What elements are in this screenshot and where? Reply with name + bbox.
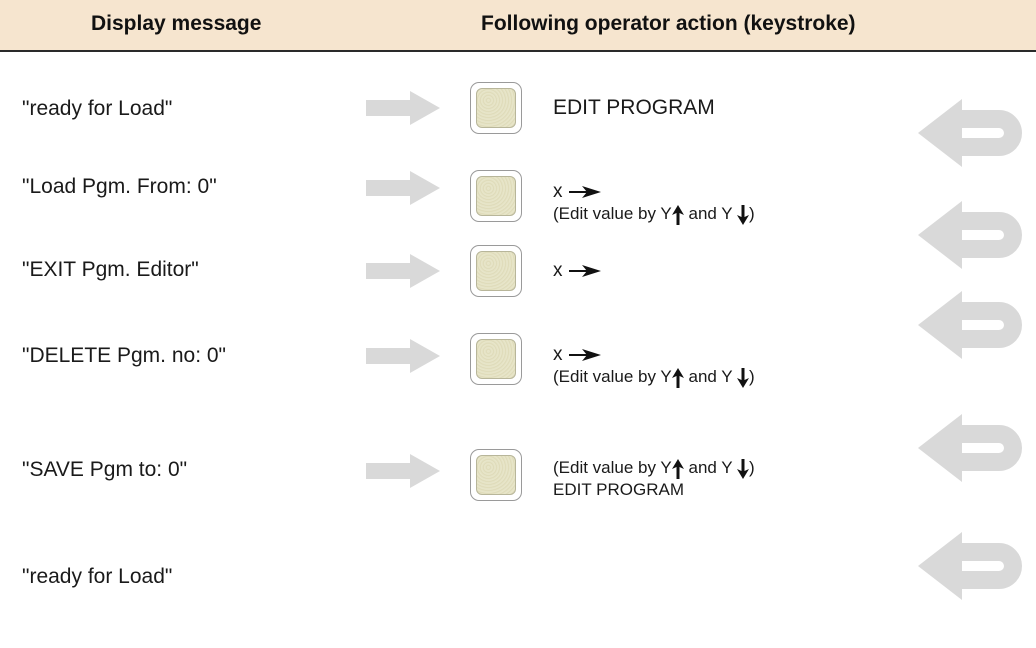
- down-arrow-icon: [737, 458, 750, 479]
- down-arrow-icon: [737, 204, 750, 225]
- right-arrow-icon: [366, 91, 440, 125]
- display-message-4: "DELETE Pgm. no: 0": [22, 344, 226, 367]
- action-2-line1: x: [553, 181, 563, 202]
- key-button-icon[interactable]: [470, 170, 522, 222]
- action-4-and: and Y: [683, 367, 738, 386]
- key-button-icon[interactable]: [470, 82, 522, 134]
- up-arrow-icon: [671, 458, 684, 479]
- u-turn-arrow-icon: [918, 414, 1022, 482]
- closing-paren: ): [749, 367, 755, 386]
- action-5: (Edit value by Y and Y ) EDIT PROGRAM: [553, 457, 755, 501]
- header-operator-action: Following operator action (keystroke): [481, 12, 856, 35]
- table-header: Display message Following operator actio…: [0, 0, 1036, 52]
- down-arrow-icon: [737, 367, 750, 388]
- right-arrow-inline-icon: [568, 185, 601, 198]
- display-message-1: "ready for Load": [22, 97, 173, 120]
- action-4: x (Edit value by Y and Y ): [553, 344, 755, 388]
- display-message-3: "EXIT Pgm. Editor": [22, 258, 199, 281]
- u-turn-arrow-icon: [918, 201, 1022, 269]
- u-turn-arrow-icon: [918, 291, 1022, 359]
- key-button-icon[interactable]: [470, 245, 522, 297]
- header-display-message: Display message: [91, 12, 262, 35]
- key-button-icon[interactable]: [470, 333, 522, 385]
- action-5-and: and Y: [683, 458, 738, 477]
- right-arrow-icon: [366, 339, 440, 373]
- action-1-line1: EDIT PROGRAM: [553, 96, 715, 119]
- action-2-line2: (Edit value by Y: [553, 204, 672, 223]
- right-arrow-icon: [366, 254, 440, 288]
- display-message-5: "SAVE Pgm to: 0": [22, 458, 188, 481]
- action-3-line1: x: [553, 260, 563, 281]
- action-5-line2: EDIT PROGRAM: [553, 480, 684, 499]
- u-turn-arrow-icon: [918, 532, 1022, 600]
- action-2-and: and Y: [683, 204, 738, 223]
- u-turn-arrow-icon: [918, 99, 1022, 167]
- up-arrow-icon: [671, 204, 684, 225]
- action-3: x: [553, 260, 602, 282]
- up-arrow-icon: [671, 367, 684, 388]
- action-5-line1: (Edit value by Y: [553, 458, 672, 477]
- right-arrow-icon: [366, 454, 440, 488]
- action-4-line2: (Edit value by Y: [553, 367, 672, 386]
- right-arrow-icon: [366, 171, 440, 205]
- closing-paren: ): [749, 458, 755, 477]
- action-4-line1: x: [553, 344, 563, 365]
- key-button-icon[interactable]: [470, 449, 522, 501]
- right-arrow-inline-icon: [568, 348, 601, 361]
- display-message-2: "Load Pgm. From: 0": [22, 175, 217, 198]
- action-2: x (Edit value by Y and Y ): [553, 181, 755, 225]
- closing-paren: ): [749, 204, 755, 223]
- right-arrow-inline-icon: [568, 264, 601, 277]
- action-1: EDIT PROGRAM: [553, 97, 715, 119]
- display-message-final: "ready for Load": [22, 565, 173, 588]
